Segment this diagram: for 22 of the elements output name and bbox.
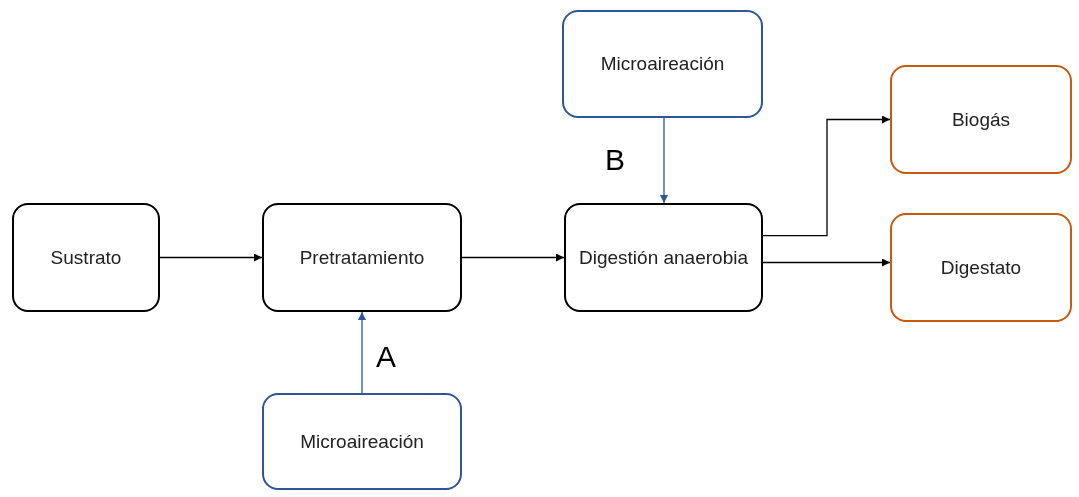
process-box xyxy=(564,203,763,312)
process-box xyxy=(562,10,763,118)
arrow xyxy=(762,258,891,267)
node-label: Microaireación xyxy=(299,429,425,454)
node-label: Digestión anaerobia xyxy=(578,245,749,270)
node-label: Biogás xyxy=(950,107,1012,132)
process-box xyxy=(12,203,160,312)
arrow xyxy=(461,253,565,262)
arrow xyxy=(358,311,366,394)
node-label: Digestato xyxy=(939,255,1023,280)
arrow xyxy=(762,115,891,237)
process-box xyxy=(262,203,462,312)
arrow xyxy=(660,117,668,204)
process-box xyxy=(890,213,1072,322)
arrow xyxy=(159,253,263,262)
process-box xyxy=(262,393,462,490)
node-label: Pretratamiento xyxy=(298,245,426,270)
process-box xyxy=(890,65,1072,174)
node-label: Sustrato xyxy=(49,245,123,270)
stage-label: B xyxy=(605,143,625,177)
stage-label: A xyxy=(376,340,396,374)
node-label: Microaireación xyxy=(599,52,726,77)
